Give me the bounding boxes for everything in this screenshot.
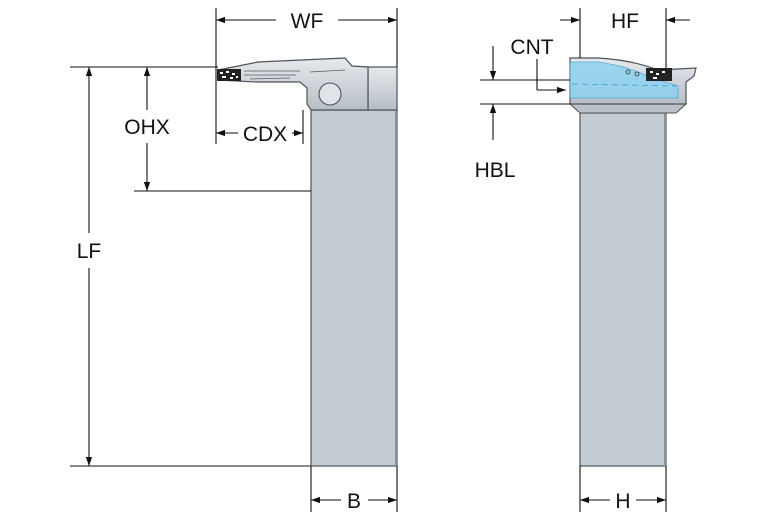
- side-shank: [310, 109, 398, 467]
- label-cnt: CNT: [510, 36, 553, 59]
- side-head-block: [367, 66, 398, 111]
- blade-detail-lines: [244, 69, 346, 80]
- front-shank: [579, 112, 667, 467]
- side-blade: [217, 57, 369, 111]
- side-view: WF OHX CDX LF B: [70, 8, 398, 513]
- insert-detail-icon: [220, 71, 238, 79]
- label-wf: WF: [291, 10, 324, 33]
- label-ohx: OHX: [124, 116, 170, 139]
- coolant-channel: [569, 61, 679, 99]
- label-cdx: CDX: [243, 123, 287, 146]
- side-insert-tip: [217, 69, 241, 81]
- clamp-screw-icon: [318, 82, 342, 106]
- label-h: H: [615, 490, 630, 513]
- label-hbl: HBL: [475, 159, 516, 182]
- label-b: B: [347, 490, 361, 513]
- front-neck: [568, 103, 688, 114]
- label-lf: LF: [77, 240, 102, 263]
- label-hf: HF: [611, 10, 639, 33]
- front-view: CNT HF HBL H: [475, 8, 697, 513]
